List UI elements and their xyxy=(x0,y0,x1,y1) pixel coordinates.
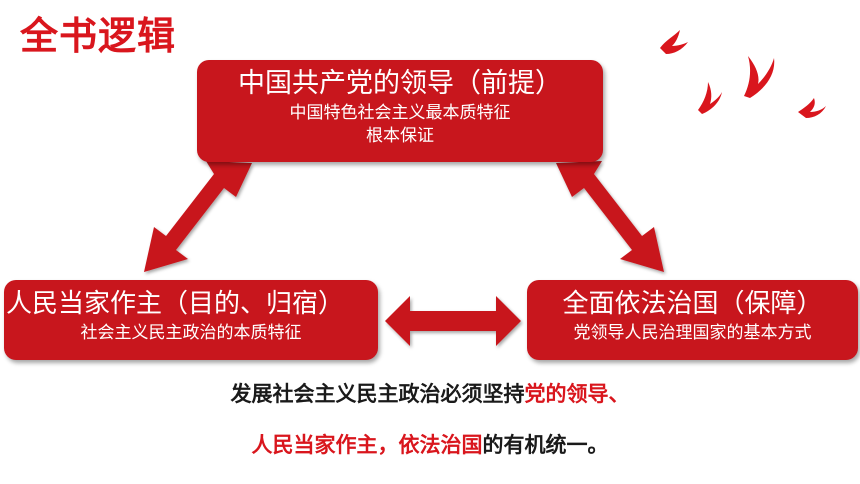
top-box-line1: 中国特色社会主义最本质特征 xyxy=(289,103,511,123)
summary-line-1: 发展社会主义民主政治必须坚持党的领导、 xyxy=(0,378,860,408)
top-box: 中国共产党的领导（前提） 中国特色社会主义最本质特征 根本保证 xyxy=(197,60,603,162)
arrow-top-left xyxy=(144,161,252,272)
right-box-heading: 全面依法治国（保障） xyxy=(562,289,823,319)
summary-line-1-plain: 发展社会主义民主政治必须坚持 xyxy=(230,382,525,406)
dove-icon xyxy=(698,82,722,114)
arrow-horizontal xyxy=(385,296,521,346)
dove-icon xyxy=(744,56,775,98)
summary-line-2-plain: 的有机统一。 xyxy=(482,433,609,457)
dove-icon xyxy=(660,30,688,54)
right-box-line1: 党领导人民治理国家的基本方式 xyxy=(573,323,812,343)
summary-line-2: 人民当家作主，依法治国的有机统一。 xyxy=(0,429,860,459)
page-title: 全书逻辑 xyxy=(20,14,177,58)
top-box-heading: 中国共产党的领导（前提） xyxy=(238,68,562,99)
arrow-top-right xyxy=(556,161,664,272)
dove-icon xyxy=(798,98,826,118)
summary-line-2-highlight: 人民当家作主，依法治国 xyxy=(251,433,483,457)
left-box: 人民当家作主（目的、归宿） 社会主义民主政治的本质特征 xyxy=(4,280,378,360)
summary-line-1-highlight: 党的领导、 xyxy=(524,382,630,406)
left-box-line1: 社会主义民主政治的本质特征 xyxy=(80,323,302,343)
right-box: 全面依法治国（保障） 党领导人民治理国家的基本方式 xyxy=(527,280,858,360)
birds-decoration xyxy=(660,30,826,118)
top-box-line2: 根本保证 xyxy=(366,126,434,146)
left-box-heading: 人民当家作主（目的、归宿） xyxy=(6,289,345,319)
